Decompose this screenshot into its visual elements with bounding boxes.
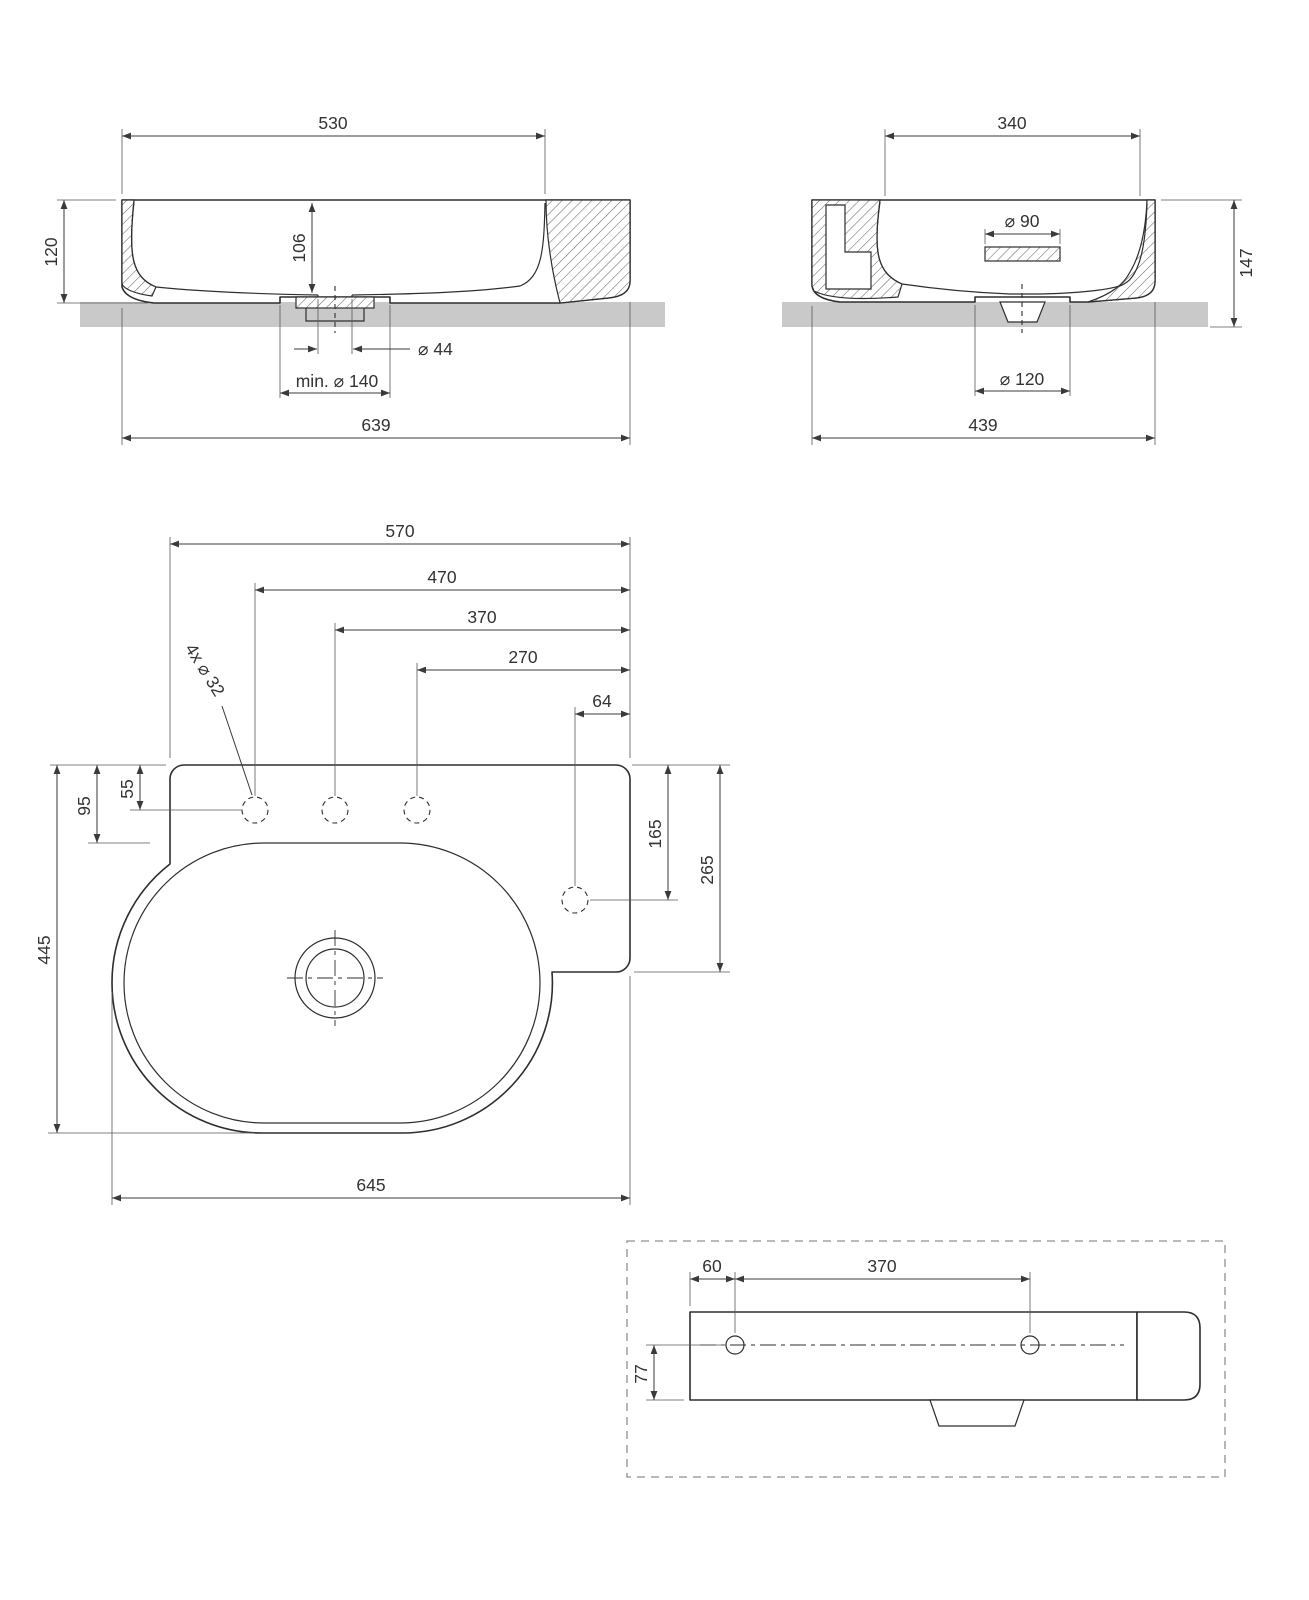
bowl-rim [123, 842, 541, 1124]
side-view: 340 ⌀ 90 147 ⌀ 120 439 [782, 113, 1256, 445]
dim-label-340: 340 [997, 113, 1026, 133]
right-wall-section [545, 199, 631, 304]
dim-label-120: 120 [41, 237, 61, 266]
dim-label-64: 64 [592, 691, 612, 711]
mount-hole-2 [1020, 1335, 1040, 1355]
dim-label-106: 106 [289, 233, 309, 262]
dim-label-645: 645 [356, 1175, 385, 1195]
dim-label-d140: min. ⌀ 140 [296, 371, 379, 391]
dim-label-d44: ⌀ 44 [418, 339, 453, 359]
dim-label-60: 60 [702, 1256, 722, 1276]
dim-label-270: 270 [508, 647, 537, 667]
drain-inner [305, 948, 365, 1008]
dim-label-570: 570 [385, 521, 414, 541]
mounting-recess [825, 204, 872, 290]
dim-label-470: 470 [427, 567, 456, 587]
dim-label-439: 439 [968, 415, 997, 435]
wall-band [782, 302, 1208, 327]
faucet-hole-3 [403, 796, 431, 824]
dim-label-370: 370 [867, 1256, 896, 1276]
front-view: 530 120 106 ⌀ 44 min. ⌀ 140 639 [41, 113, 665, 445]
dim-label-77: 77 [631, 1364, 651, 1383]
dim-label-d90: ⌀ 90 [1005, 211, 1040, 231]
holes-label: 4x ⌀ 32 [181, 640, 229, 700]
holes-leader-line [221, 705, 253, 796]
dim-label-d120: ⌀ 120 [1000, 369, 1045, 389]
extension-lines [57, 129, 631, 445]
basin-cavity [130, 201, 546, 297]
detail-frame [626, 1240, 1226, 1478]
faucet-hole-4 [561, 886, 589, 914]
dim-label-95: 95 [74, 796, 94, 815]
drain-stub [929, 1399, 1025, 1427]
dim-label-639: 639 [361, 415, 390, 435]
dim-label-265: 265 [697, 855, 717, 884]
bottom-view: 60 370 77 [626, 1240, 1226, 1478]
plan-view: 570 470 370 270 64 4x ⌀ 32 55 95 445 165… [34, 521, 730, 1205]
dim-label-370: 370 [467, 607, 496, 627]
dim-label-530: 530 [318, 113, 347, 133]
shelf-block [1136, 1311, 1201, 1401]
faucet-hole-2 [321, 796, 349, 824]
dim-label-165: 165 [645, 819, 665, 848]
dim-label-147: 147 [1236, 248, 1256, 277]
drain-body [305, 308, 365, 322]
extension-lines [48, 537, 730, 1205]
basin-cavity [876, 201, 1148, 295]
extension-lines [646, 1272, 1031, 1401]
overflow-slot [984, 246, 1061, 262]
dim-label-55: 55 [117, 779, 137, 798]
dim-label-445: 445 [34, 935, 54, 964]
basin-outline [111, 764, 631, 1134]
body-outline [689, 1311, 1138, 1401]
right-wall-section [1087, 199, 1156, 303]
